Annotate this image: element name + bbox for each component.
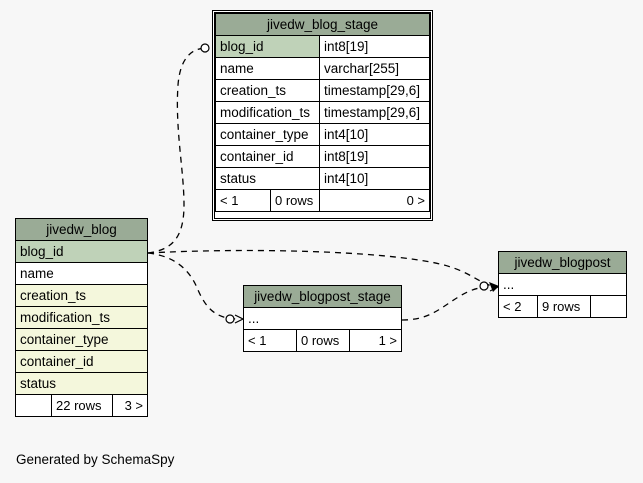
child-count[interactable] <box>590 295 627 318</box>
parent-count[interactable]: < 2 <box>498 295 538 318</box>
column-name: container_type <box>215 123 320 146</box>
edge-end-circle <box>200 43 210 53</box>
child-count[interactable]: 0 > <box>319 189 430 212</box>
row-count: 9 rows <box>537 295 591 318</box>
column-name: name <box>15 262 148 285</box>
parent-count[interactable]: < 1 <box>243 329 297 352</box>
column-type: int8[19] <box>319 145 430 168</box>
column-type: int8[19] <box>319 35 430 58</box>
table-blog[interactable]: jivedw_blog blog_id name creation_ts mod… <box>15 218 148 417</box>
crowfoot-marker <box>234 314 245 324</box>
table-blogpost[interactable]: jivedw_blogpost ... < 2 9 rows <box>498 251 627 318</box>
table-blogpost-stage[interactable]: jivedw_blogpost_stage ... < 1 0 rows 1 > <box>243 285 402 352</box>
parent-count[interactable]: < 1 <box>215 189 271 212</box>
parent-count[interactable] <box>15 394 52 417</box>
edge-blog-to-blogpost <box>147 249 494 287</box>
edge-end-circle <box>225 314 235 324</box>
column-name: creation_ts <box>215 79 320 102</box>
column-name: ... <box>498 273 627 296</box>
column-name: ... <box>243 307 402 330</box>
column-type: timestamp[29,6] <box>319 101 430 124</box>
arrow-marker <box>489 282 499 292</box>
column-type: varchar[255] <box>319 57 430 80</box>
column-name: creation_ts <box>15 284 148 307</box>
column-name: blog_id <box>15 240 148 263</box>
column-name: status <box>15 372 148 395</box>
table-title[interactable]: jivedw_blogpost <box>498 251 627 274</box>
column-type: timestamp[29,6] <box>319 79 430 102</box>
generated-by-label: Generated by SchemaSpy <box>16 452 175 467</box>
column-name: container_id <box>15 350 148 373</box>
column-name: blog_id <box>215 35 320 58</box>
column-name: container_type <box>15 328 148 351</box>
row-count: 22 rows <box>51 394 113 417</box>
child-count[interactable]: 1 > <box>349 329 402 352</box>
table-title[interactable]: jivedw_blogpost_stage <box>243 285 402 308</box>
column-name: container_id <box>215 145 320 168</box>
table-title[interactable]: jivedw_blog <box>15 218 148 241</box>
table-title[interactable]: jivedw_blog_stage <box>215 13 430 36</box>
edge-blogpost-stage-to-blogpost <box>401 286 487 321</box>
edge-blog-to-blog-stage <box>147 47 208 254</box>
child-count[interactable]: 3 > <box>112 394 148 417</box>
edge-end-circle <box>479 281 489 291</box>
column-type: int4[10] <box>319 167 430 190</box>
column-name: name <box>215 57 320 80</box>
column-name: status <box>215 167 320 190</box>
column-type: int4[10] <box>319 123 430 146</box>
column-name: modification_ts <box>15 306 148 329</box>
column-name: modification_ts <box>215 101 320 124</box>
edge-blog-to-blogpost-stage <box>147 252 237 320</box>
row-count: 0 rows <box>270 189 320 212</box>
row-count: 0 rows <box>296 329 350 352</box>
